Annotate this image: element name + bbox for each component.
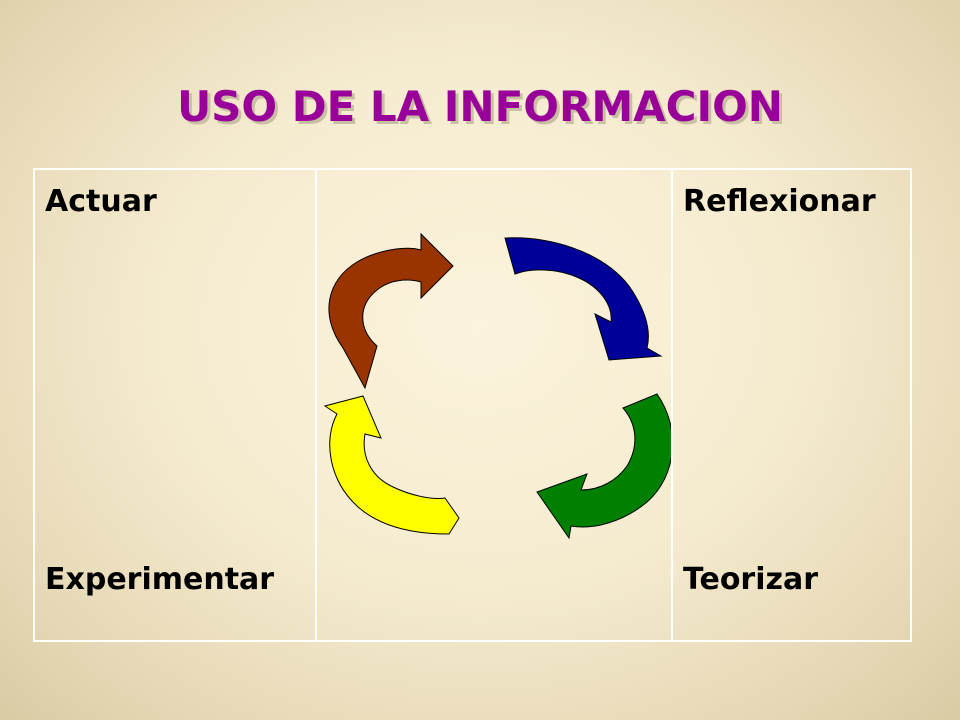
label-teorizar: Teorizar: [683, 562, 819, 597]
title-container: USO DE LA INFORMACION: [0, 82, 960, 131]
blue-arrow: [504, 237, 663, 361]
slide-title: USO DE LA INFORMACION: [177, 82, 783, 131]
label-reflexionar: Reflexionar: [683, 184, 876, 219]
right-column: Reflexionar Teorizar: [671, 170, 910, 640]
center-column: [315, 170, 673, 640]
label-actuar: Actuar: [45, 184, 157, 219]
cycle-table: Actuar Experimentar Reflexionar Teorizar: [33, 168, 912, 642]
brown-arrow: [328, 232, 454, 390]
left-column: Actuar Experimentar: [35, 170, 315, 640]
cycle-arrows: [323, 232, 673, 540]
green-arrow: [536, 393, 673, 540]
label-experimentar: Experimentar: [45, 562, 275, 597]
yellow-arrow: [323, 395, 460, 535]
